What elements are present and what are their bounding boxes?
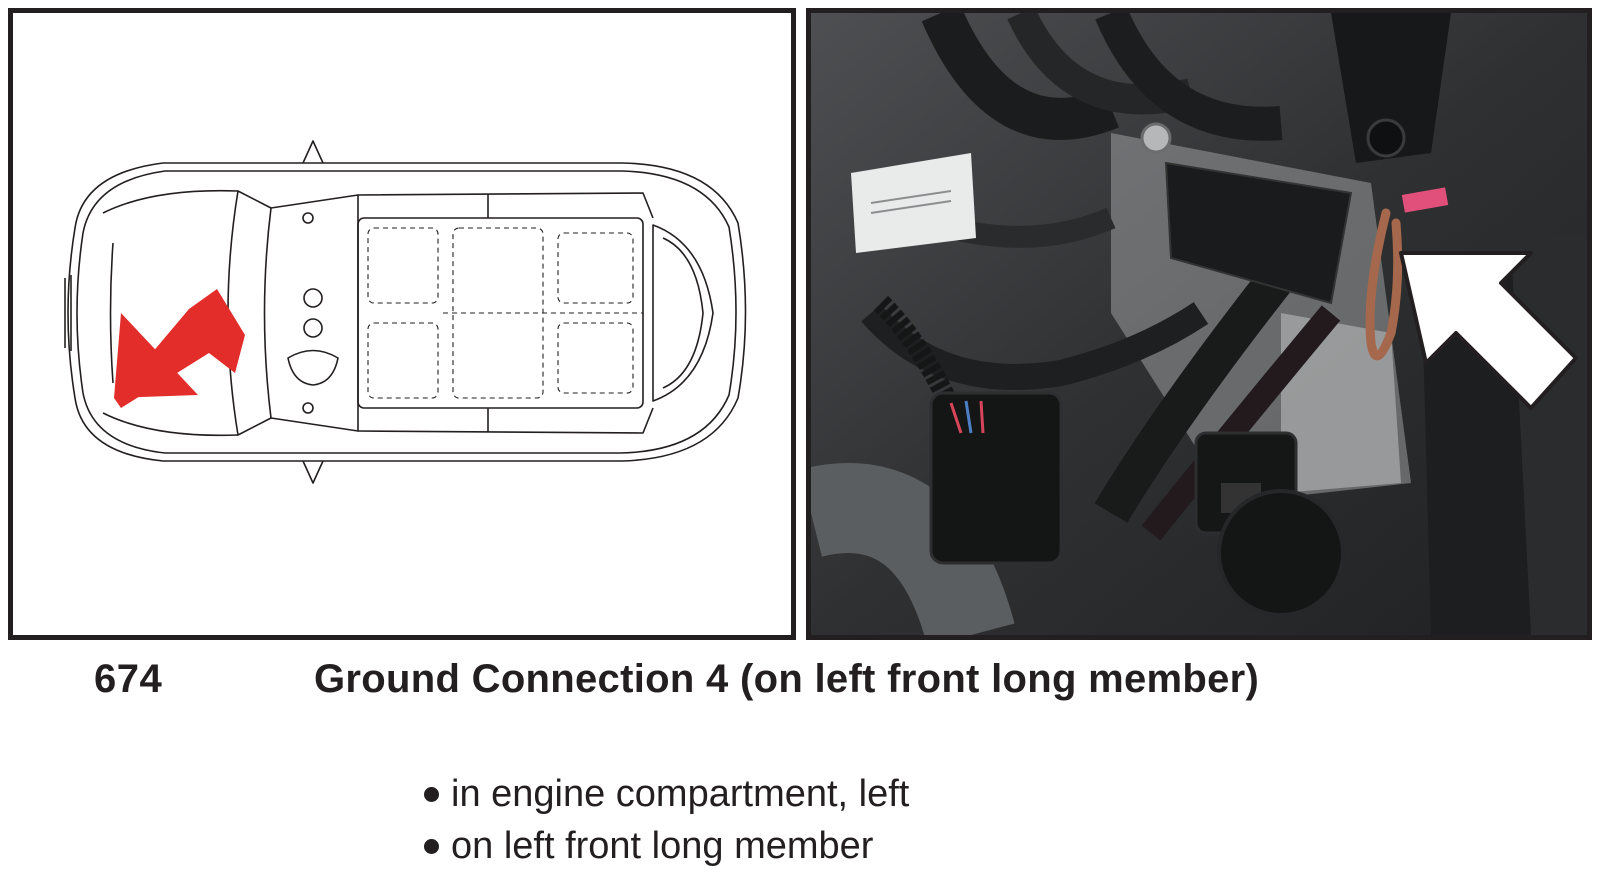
location-note-text: in engine compartment, left: [451, 773, 910, 815]
figure-number: 674: [94, 657, 163, 701]
location-note-text: on left front long member: [451, 825, 874, 867]
list-item: on left front long member: [424, 820, 909, 872]
rear-window: [652, 224, 714, 402]
figure-title: Ground Connection 4 (on left front long …: [314, 657, 1260, 701]
car-body-outline: [67, 162, 747, 462]
location-notes-list: in engine compartment, left on left fron…: [424, 768, 909, 872]
list-item: in engine compartment, left: [424, 768, 909, 820]
wire-marker: [1401, 187, 1449, 213]
vehicle-location-diagram: [8, 8, 796, 640]
ground-wire: [1365, 208, 1403, 361]
bullet-icon: [424, 838, 439, 854]
bullet-icon: [424, 786, 439, 802]
engine-compartment-photo: [806, 8, 1592, 640]
vehicle-top-view-drawing: [64, 140, 747, 484]
engine-compartment-illustration: [811, 13, 1587, 635]
windshield: [227, 190, 272, 436]
white-outlined-arrow-icon: [1399, 251, 1578, 410]
right-mirror: [302, 460, 324, 484]
left-mirror: [302, 140, 324, 164]
